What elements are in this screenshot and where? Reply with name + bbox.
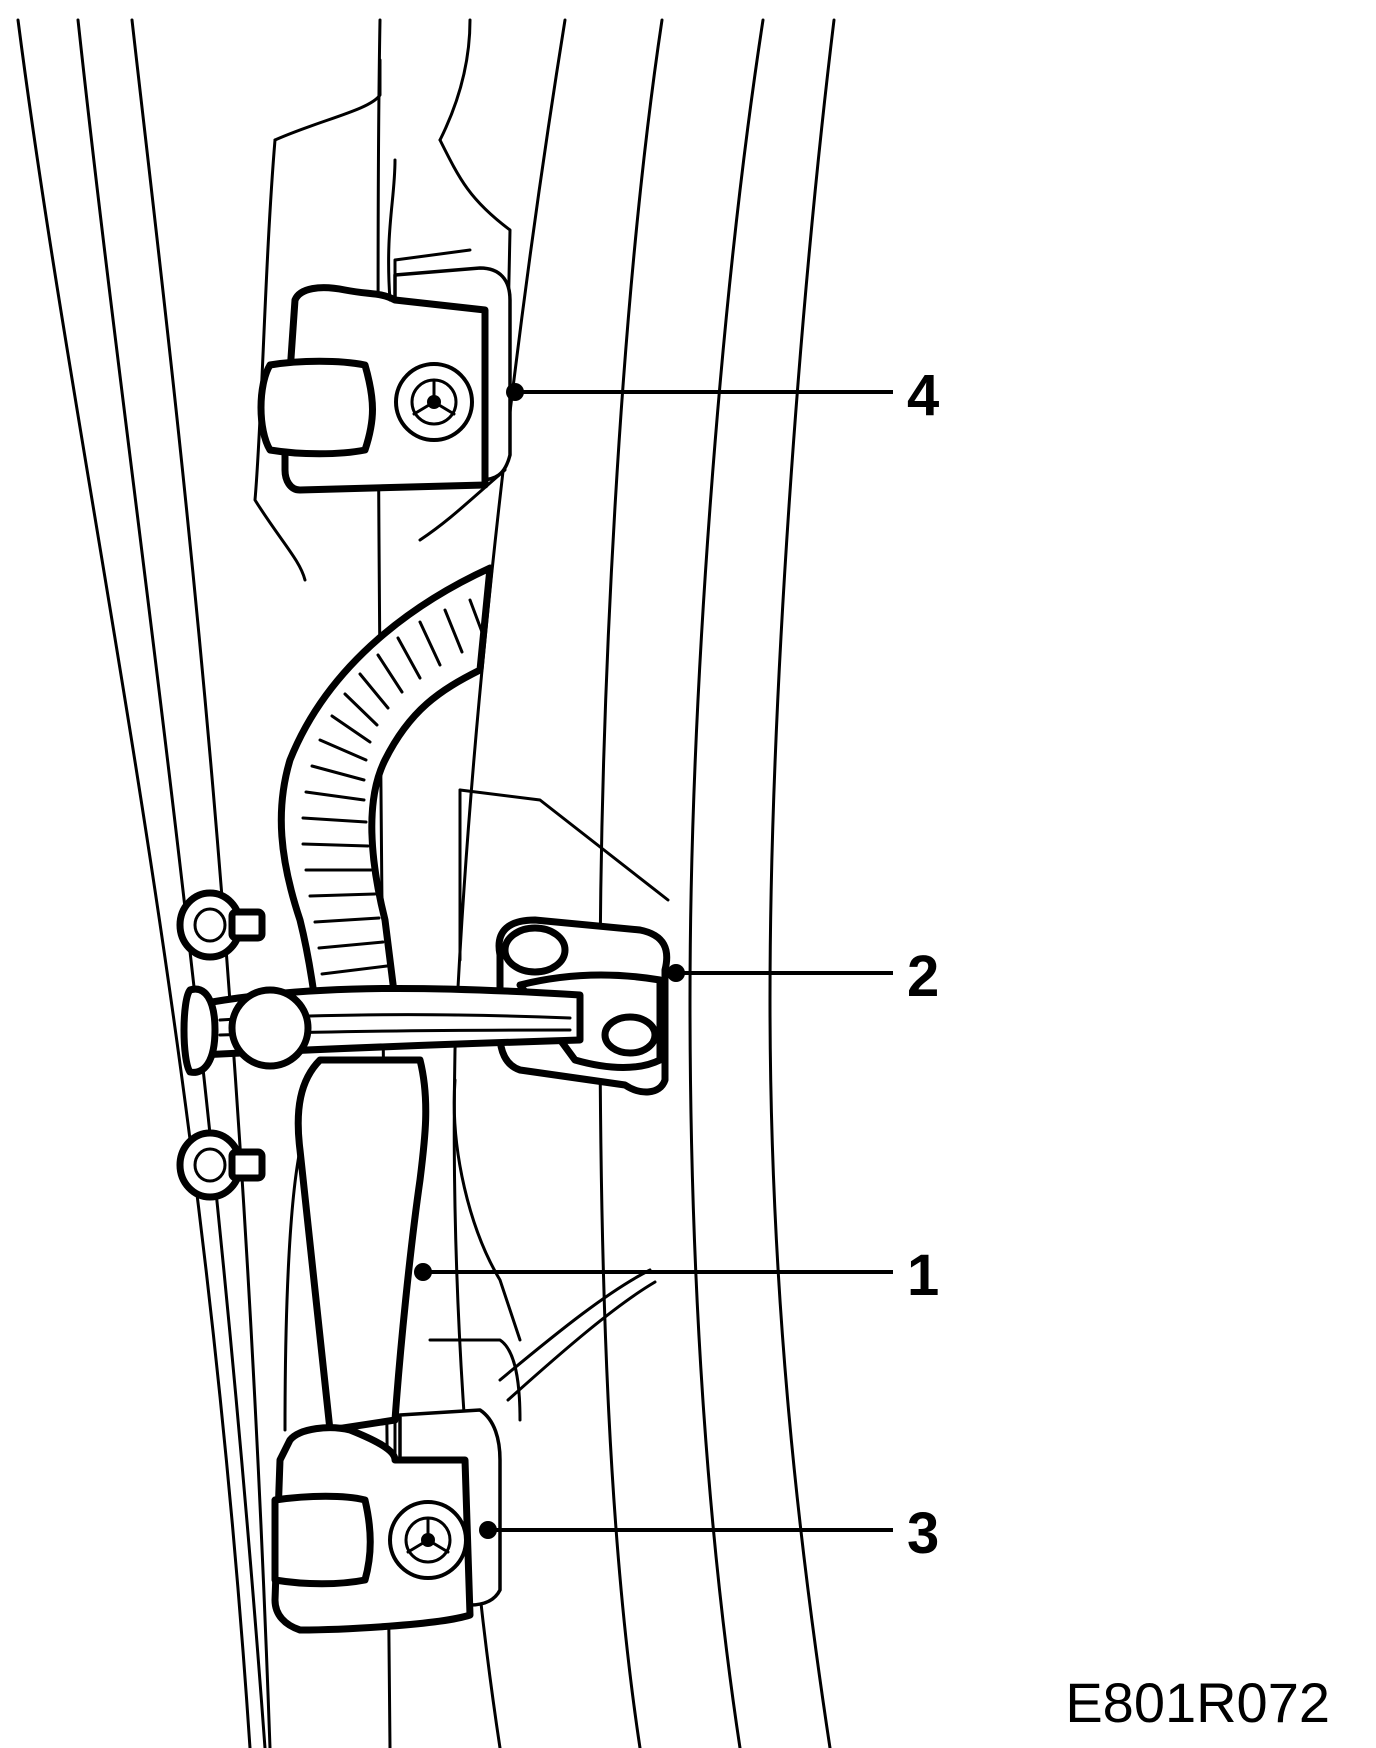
conduit-ribs — [301, 598, 487, 976]
callout-label-3: 3 — [907, 1501, 939, 1566]
callout-leader-3 — [479, 1521, 893, 1539]
callout-leaders — [414, 383, 893, 1539]
door-check-strap — [180, 788, 671, 1096]
callout-label-2: 2 — [907, 944, 939, 1009]
lower-hinge-bolt — [388, 1500, 468, 1580]
figure-code: E801R072 — [1065, 1671, 1330, 1734]
lower-hinge-plate — [283, 1056, 657, 1434]
callout-leader-1 — [414, 1263, 893, 1281]
callout-leader-2 — [667, 964, 893, 982]
callout-label-4: 4 — [907, 363, 939, 428]
callout-label-1: 1 — [907, 1243, 939, 1308]
upper-hinge — [257, 158, 512, 494]
callout-leader-4 — [506, 383, 893, 401]
check-strap-bolt-lower — [176, 1129, 266, 1201]
check-strap-bolt-upper — [176, 889, 266, 961]
upper-hinge-bolt — [394, 362, 474, 442]
